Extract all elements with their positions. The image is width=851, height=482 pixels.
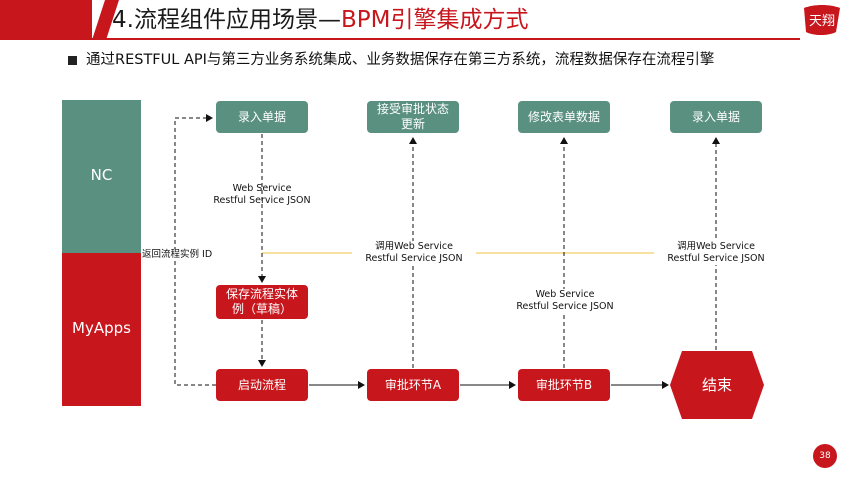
page-number: 38 bbox=[813, 444, 837, 468]
ws-label-1-line2: Restful Service JSON bbox=[213, 195, 311, 206]
save-instance-line1: 保存流程实体 bbox=[225, 287, 298, 301]
lane-myapps: MyApps bbox=[62, 253, 141, 406]
lane-nc: NC bbox=[62, 100, 141, 253]
call-label-1: 调用Web Service Restful Service JSON bbox=[352, 241, 476, 265]
return-id-label: 返回流程实例 ID bbox=[142, 249, 213, 261]
save-instance-box: 保存流程实体 例（草稿） bbox=[216, 285, 308, 319]
title-main: 4.流程组件应用场景— bbox=[112, 7, 341, 33]
nc-receive-status-line1: 接受审批状态 bbox=[376, 102, 449, 116]
ws-label-2: Web Service Restful Service JSON bbox=[503, 289, 627, 313]
save-instance-line2: 例（草稿） bbox=[231, 302, 292, 316]
ws-label-1-line1: Web Service bbox=[232, 183, 292, 194]
end-label: 结束 bbox=[701, 375, 732, 394]
ws-label-1: Web Service Restful Service JSON bbox=[200, 183, 324, 207]
lane-nc-label: NC bbox=[90, 166, 113, 184]
bullet-square bbox=[68, 56, 77, 65]
call-label-2-line2: Restful Service JSON bbox=[667, 253, 765, 264]
page-title: 4.流程组件应用场景—BPM引擎集成方式 bbox=[112, 4, 528, 36]
title-accent-block bbox=[0, 0, 92, 40]
nc-receive-status-line2: 更新 bbox=[400, 117, 425, 131]
approve-b-box: 审批环节B bbox=[518, 369, 610, 401]
nc-entry-box-1: 录入单据 bbox=[216, 101, 308, 133]
lane-myapps-label: MyApps bbox=[72, 319, 131, 337]
nc-modify-form-box: 修改表单数据 bbox=[518, 101, 610, 133]
subtitle: 通过RESTFUL API与第三方业务系统集成、业务数据保存在第三方系统，流程数… bbox=[86, 52, 715, 68]
nc-receive-status-box: 接受审批状态 更新 bbox=[367, 101, 459, 133]
title-underline bbox=[0, 38, 800, 40]
svg-text:天翔: 天翔 bbox=[809, 14, 835, 29]
call-label-1-line2: Restful Service JSON bbox=[365, 253, 463, 264]
approve-a-box: 审批环节A bbox=[367, 369, 459, 401]
nc-entry-box-2: 录入单据 bbox=[670, 101, 762, 133]
company-logo: 天翔 bbox=[804, 5, 840, 35]
call-label-2-line1: 调用Web Service bbox=[677, 241, 755, 252]
call-label-2: 调用Web Service Restful Service JSON bbox=[654, 241, 778, 265]
start-process-box: 启动流程 bbox=[216, 369, 308, 401]
ws-label-2-line2: Restful Service JSON bbox=[516, 301, 614, 312]
title-highlight: BPM引擎集成方式 bbox=[340, 7, 529, 33]
call-label-1-line1: 调用Web Service bbox=[375, 241, 453, 252]
end-hexagon bbox=[670, 351, 764, 419]
ws-label-2-line1: Web Service bbox=[535, 289, 595, 300]
